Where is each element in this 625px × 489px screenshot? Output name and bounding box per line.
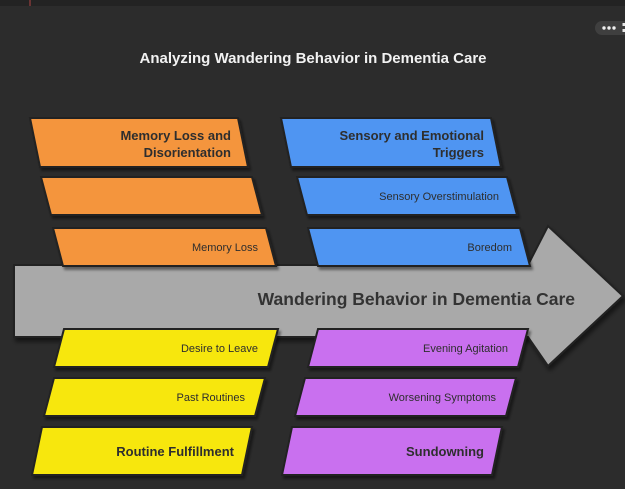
cause-past-routines-label: Past Routines	[177, 392, 246, 404]
main-arrow-label: Wandering Behavior in Dementia Care	[258, 289, 576, 309]
cause-past-routines-shape	[42, 377, 267, 417]
cause-worsening-symptoms-label: Worsening Symptoms	[389, 392, 497, 404]
cause-memory-header-line2: Disorientation	[144, 145, 231, 160]
cause-worsening-symptoms-shape	[293, 377, 518, 417]
cause-sundowning-header-shape	[280, 426, 504, 476]
cause-boredom-label: Boredom	[467, 242, 512, 254]
cause-sensory-header-line2: Triggers	[433, 145, 484, 160]
cause-evening-agitation-shape	[306, 328, 530, 368]
cause-memory-header-shape	[28, 117, 250, 168]
cause-desire-to-leave-shape	[52, 328, 280, 368]
cause-sensory-overstimulation-shape	[295, 176, 519, 216]
cause-memory-header-line1: Memory Loss and	[120, 128, 231, 143]
cause-boredom-shape	[306, 227, 532, 267]
cause-sensory-header-line1: Sensory and Emotional	[340, 128, 484, 143]
cause-memory-loss-label: Memory Loss	[192, 242, 259, 254]
cause-routine-header-label: Routine Fulfillment	[116, 444, 234, 459]
cause-memory-item-empty-shape	[39, 176, 264, 216]
more-options-icon	[602, 26, 616, 30]
branch-bottom-right: Evening Agitation Worsening Symptoms Sun…	[280, 328, 530, 476]
more-options-button[interactable]	[595, 21, 625, 35]
cause-desire-to-leave-label: Desire to Leave	[181, 343, 258, 355]
top-edge-accent-tick	[29, 0, 31, 6]
cause-evening-agitation-label: Evening Agitation	[423, 343, 508, 355]
cause-sundowning-header-label: Sundowning	[406, 444, 484, 459]
cause-routine-header-shape	[30, 426, 254, 476]
branch-top-left: Memory Loss and Disorientation Memory Lo…	[28, 117, 278, 267]
top-edge-strip	[0, 0, 625, 6]
cause-sensory-overstimulation-label: Sensory Overstimulation	[379, 191, 499, 203]
branch-bottom-left: Desire to Leave Past Routines Routine Fu…	[30, 328, 280, 476]
cause-memory-loss-shape	[51, 227, 278, 267]
diagram-title: Analyzing Wandering Behavior in Dementia…	[139, 50, 486, 67]
branch-top-right: Sensory and Emotional Triggers Sensory O…	[279, 117, 532, 267]
cropped-icon-fragment	[622, 23, 625, 32]
cause-sensory-header-shape	[279, 117, 503, 168]
